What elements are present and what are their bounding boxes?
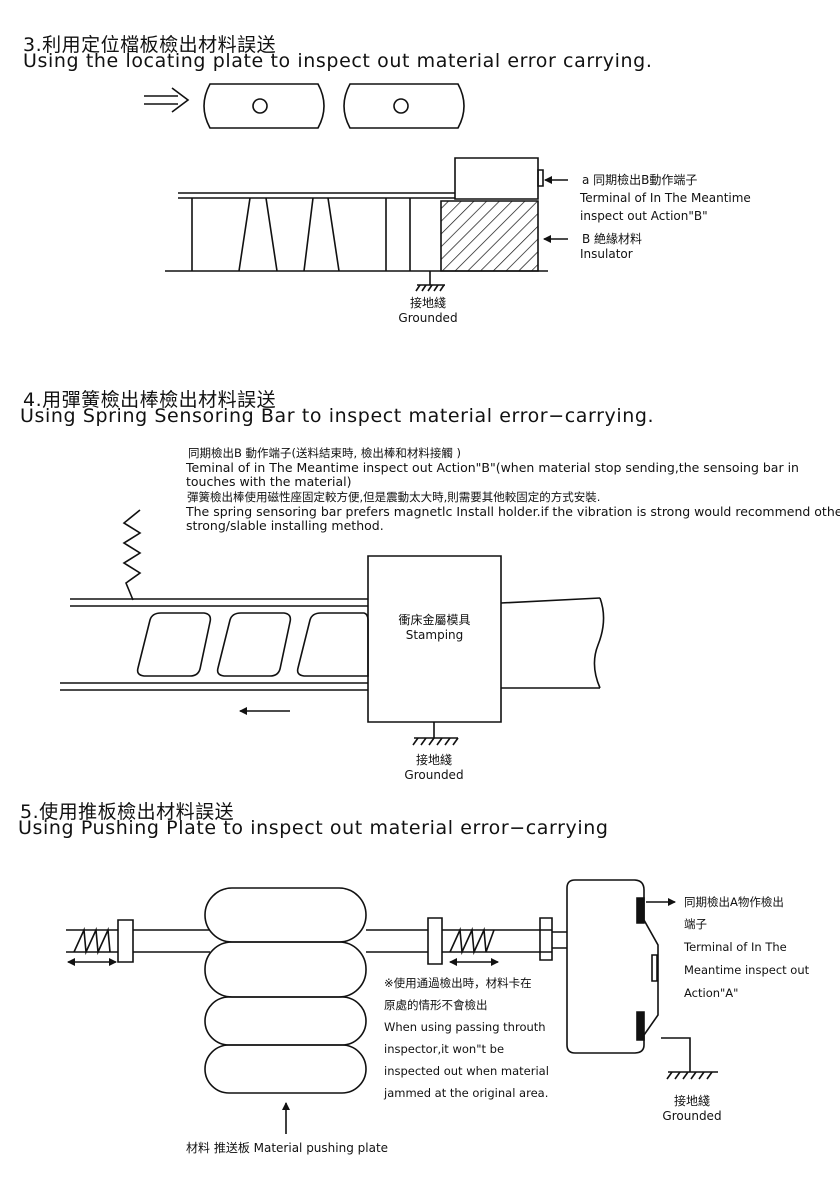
section4-stamping-zh: 衝床金屬模具 bbox=[398, 613, 471, 627]
section5-sensor-unit bbox=[567, 880, 658, 1053]
section3-ground-symbol bbox=[416, 271, 445, 291]
section4-note-en1a: Teminal of in The Meantime inspect out A… bbox=[186, 460, 799, 475]
section5-note-zh1: ※使用通過檢出時，材料卡在 bbox=[384, 976, 532, 990]
section4-stamping-en: Stamping bbox=[405, 628, 464, 642]
section3-label-b-en: Insulator bbox=[580, 247, 633, 261]
section5-ground-symbol bbox=[661, 1038, 718, 1079]
section3-feed-arrow bbox=[144, 88, 188, 112]
section5-left-shaft bbox=[66, 920, 210, 962]
section5-title-en: Using Pushing Plate to inspect out mater… bbox=[18, 817, 609, 839]
section5-note-en2: inspector,it won"t be bbox=[384, 1042, 505, 1056]
section4-note-en2b: strong/slable installing method. bbox=[186, 518, 384, 533]
section5-note-zh2: 原處的情形不會檢出 bbox=[384, 998, 488, 1012]
section5-label-a-zh2: 端子 bbox=[684, 917, 707, 931]
section4-ground-zh: 接地綫 bbox=[415, 753, 452, 767]
section3-ground-zh: 接地綫 bbox=[409, 296, 446, 310]
section5-pushing-plates bbox=[205, 888, 366, 1093]
section5-note-en4: jammed at the original area. bbox=[384, 1086, 549, 1100]
section4-ground-symbol bbox=[413, 722, 458, 745]
section3-title-en: Using the locating plate to inspect out … bbox=[23, 50, 653, 72]
section3-label-a-zh: a 同期檢出B動作端子 bbox=[582, 173, 698, 187]
section5-title-zh: 5.使用推板檢出材料誤送 bbox=[20, 801, 235, 823]
section4-note-en2a: The spring sensoring bar prefers magnetl… bbox=[186, 504, 840, 519]
section5-right-shaft bbox=[366, 918, 567, 964]
section3-label-b-zh: B 絶緣材料 bbox=[582, 232, 643, 246]
section3-strip-rail bbox=[165, 193, 548, 271]
section4-spring-bar bbox=[124, 510, 140, 600]
section4-material-strip bbox=[60, 598, 604, 690]
section5-note-en3: inspected out when material bbox=[384, 1064, 549, 1078]
section4-note-en1b: touches with the material) bbox=[186, 474, 352, 489]
section3-label-a-en2: inspect out Action"B" bbox=[580, 209, 708, 223]
section5-label-a-zh1: 同期檢出A物作檢出 bbox=[684, 895, 784, 909]
section5-ground-en: Grounded bbox=[662, 1109, 722, 1123]
section5-arrows bbox=[67, 898, 676, 1134]
section5-label-a-en1: Terminal of In The bbox=[684, 940, 787, 954]
section4-note-zh1: 同期檢出B 動作端子(送料結束時, 檢出棒和材料接觸 ) bbox=[188, 446, 461, 460]
section3-leader-arrows bbox=[543, 176, 568, 243]
section3-title-zh: 3.利用定位檔板檢出材料誤送 bbox=[23, 34, 277, 56]
section3-locating-plates bbox=[204, 84, 464, 128]
section5-note-en1: When using passing throuth bbox=[384, 1020, 546, 1034]
section4-title-zh: 4.用彈簧檢出棒檢出材料誤送 bbox=[23, 389, 277, 411]
section3-ground-en: Grounded bbox=[398, 311, 458, 325]
section4-title-en: Using Spring Sensoring Bar to inspect ma… bbox=[20, 405, 655, 427]
section4-ground-en: Grounded bbox=[404, 768, 464, 782]
section4-note-zh2: 彈簧檢出棒使用磁性座固定較方便,但是震動太大時,則需要其他較固定的方式安裝. bbox=[187, 490, 601, 504]
section5-label-a-en3: Action"A" bbox=[684, 986, 739, 1000]
section5-label-a-en2: Meantime inspect out bbox=[684, 963, 810, 977]
section3-label-a-en1: Terminal of In The Meantime bbox=[580, 191, 751, 205]
section3-sensor-block bbox=[441, 158, 543, 271]
section5-pushing-plate-caption: 材料 推送板 Material pushing plate bbox=[186, 1141, 389, 1155]
section5-ground-zh: 接地綫 bbox=[673, 1094, 710, 1108]
